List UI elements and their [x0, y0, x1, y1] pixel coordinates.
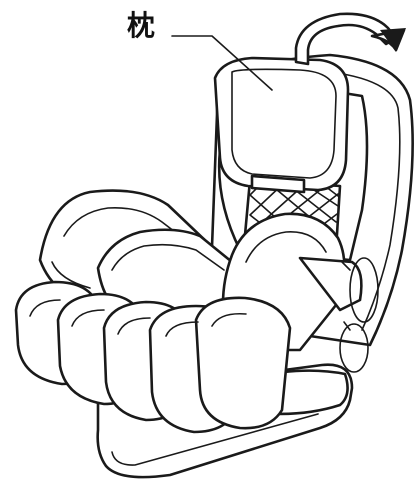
- pillow-callout-label: 枕: [127, 12, 155, 40]
- pillow: [215, 58, 348, 192]
- leg-rest: [16, 282, 290, 432]
